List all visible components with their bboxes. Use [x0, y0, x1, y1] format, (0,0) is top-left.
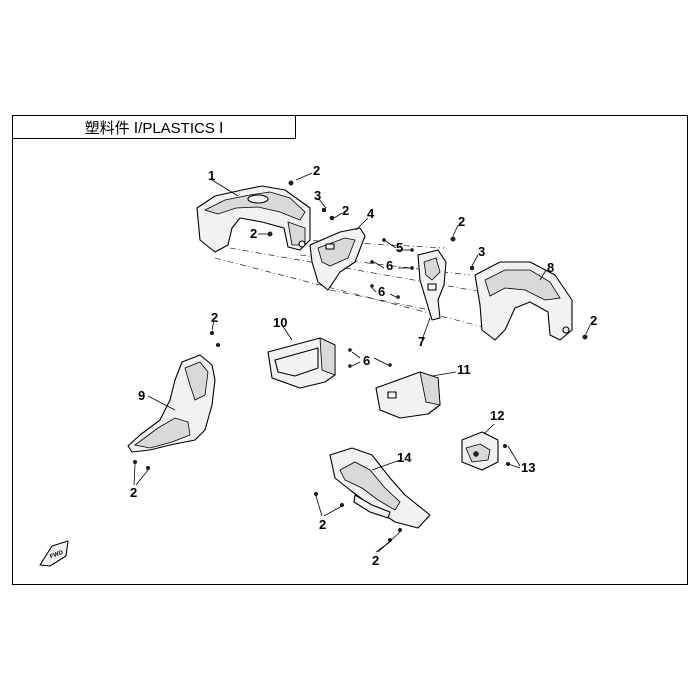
fastener [387, 537, 393, 543]
fastener [132, 459, 138, 465]
callout-2: 2 [313, 163, 320, 178]
callout-labels: 1 2 3 2 4 2 2 5 3 6 8 6 2 7 10 2 6 11 9 … [130, 163, 597, 568]
callout-2: 2 [342, 203, 349, 218]
fastener [469, 265, 475, 271]
fastener [410, 248, 414, 252]
part-10-air-duct [267, 337, 336, 389]
callout-6: 6 [378, 284, 385, 299]
callout-10: 10 [273, 315, 287, 330]
callout-8: 8 [547, 260, 554, 275]
callout-6: 6 [386, 258, 393, 273]
callout-3: 3 [314, 188, 321, 203]
fastener [313, 491, 319, 497]
callout-2: 2 [372, 553, 379, 568]
fastener [339, 502, 345, 508]
fastener [582, 334, 588, 340]
callout-2: 2 [319, 517, 326, 532]
callout-2: 2 [211, 310, 218, 325]
fastener [502, 443, 508, 449]
drawing-frame [12, 115, 688, 585]
fastener [321, 207, 327, 213]
fastener [388, 363, 392, 367]
callout-2: 2 [250, 226, 257, 241]
leader-lines [133, 172, 591, 553]
fastener [267, 231, 273, 237]
fastener [209, 330, 215, 336]
fastener [370, 284, 374, 288]
page-title: 塑料件 Ⅰ/PLASTICS Ⅰ [12, 115, 296, 139]
fastener [410, 266, 414, 270]
callout-1: 1 [208, 168, 215, 183]
callout-2: 2 [130, 485, 137, 500]
callout-13: 13 [521, 460, 535, 475]
fwd-arrow-icon: FWD [39, 540, 69, 567]
fastener [348, 364, 352, 368]
fastener [145, 465, 151, 471]
callout-5: 5 [396, 240, 403, 255]
callout-14: 14 [397, 450, 412, 465]
fasteners [132, 180, 588, 543]
callout-3: 3 [478, 244, 485, 259]
callout-2: 2 [590, 313, 597, 328]
callout-11: 11 [457, 362, 471, 377]
fastener [329, 215, 335, 221]
fastener [397, 527, 403, 533]
fastener [288, 180, 294, 186]
svg-text:FWD: FWD [49, 550, 65, 561]
callout-6: 6 [363, 353, 370, 368]
callout-9: 9 [138, 388, 145, 403]
callout-2: 2 [458, 214, 465, 229]
fastener [450, 236, 456, 242]
part-8-rear-panel [474, 261, 573, 341]
part-1-front-panel [196, 185, 311, 253]
part-11-air-duct [375, 371, 441, 419]
part-14-skid-guard [329, 447, 431, 529]
fastener [396, 295, 400, 299]
fastener [348, 348, 352, 352]
callout-12: 12 [490, 408, 504, 423]
callout-4: 4 [367, 206, 375, 221]
part-4-bracket-panel [309, 227, 366, 291]
part-7-clip-bracket [417, 249, 447, 321]
fastener [370, 260, 374, 264]
callout-7: 7 [418, 334, 425, 349]
fastener [215, 342, 221, 348]
part-9-side-panel [127, 354, 216, 453]
part-12-small-mount [461, 431, 499, 471]
